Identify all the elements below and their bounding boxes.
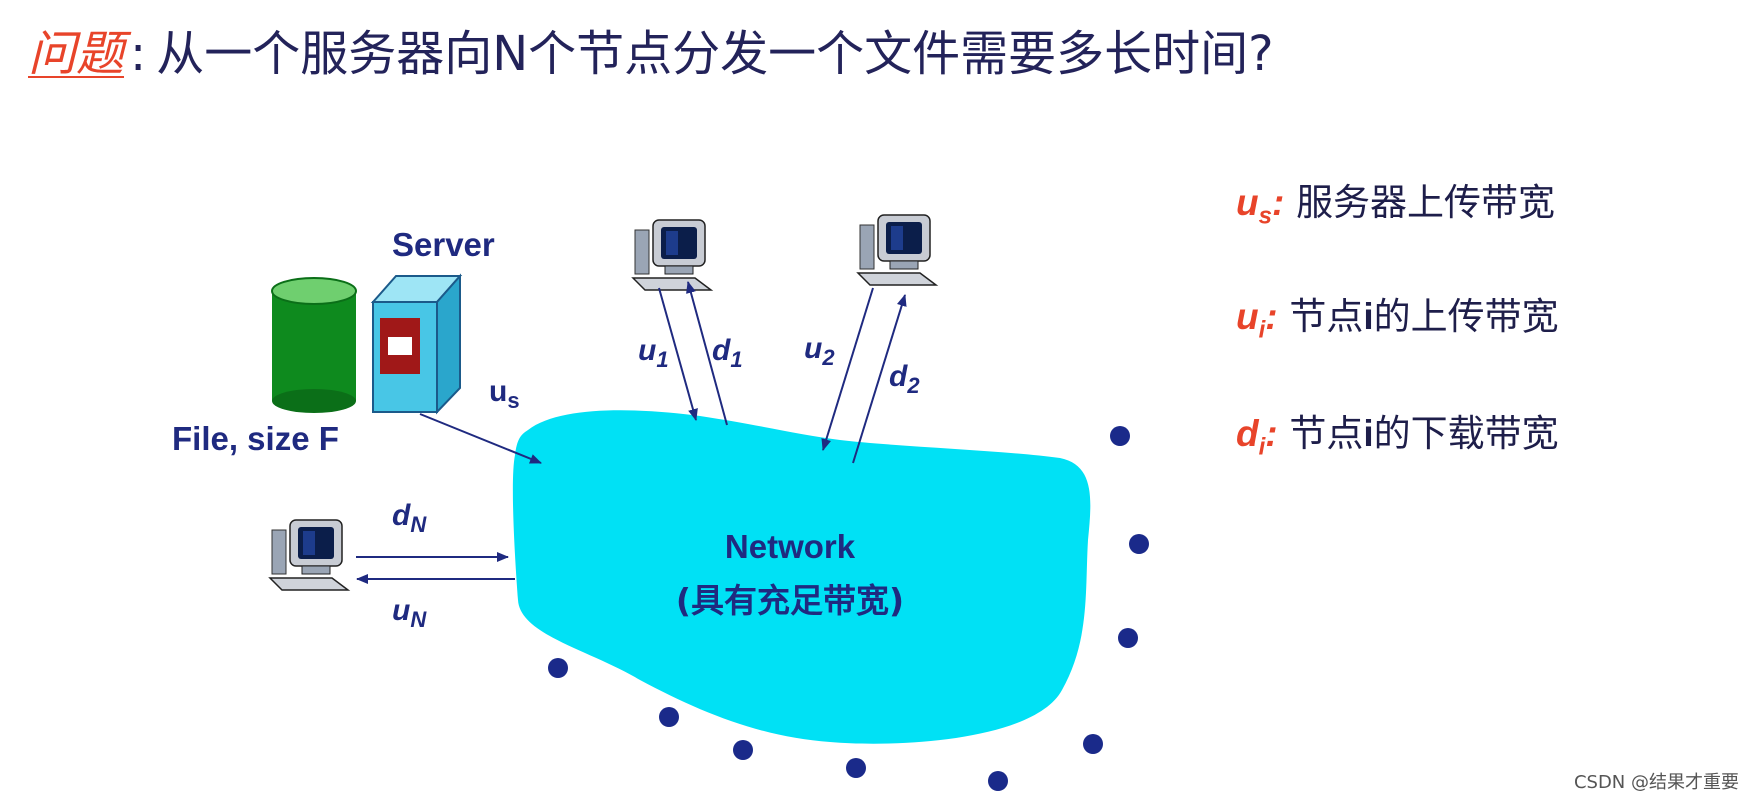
- server-label: Server: [392, 226, 495, 263]
- title-prefix: 问题: [28, 26, 125, 82]
- d1-label: d1: [712, 334, 743, 372]
- legend-di-text: 节点i的下载带宽: [1289, 412, 1559, 455]
- arrow-d2: [852, 294, 907, 464]
- u1-label: u1: [638, 334, 669, 372]
- us-label: us: [489, 375, 520, 413]
- page-title: 问题:从一个服务器向N个节点分发一个文件需要多长时间?: [28, 14, 1274, 84]
- legend-ui: ui: 节点i的上传带宽: [1236, 286, 1559, 344]
- watermark: CSDN @结果才重要: [1573, 772, 1739, 793]
- network-label: Network: [724, 528, 856, 565]
- computer-icon-n: [268, 519, 351, 591]
- title-question: 从一个服务器向N个节点分发一个文件需要多长时间?: [156, 26, 1274, 82]
- peer-dots: [548, 426, 1149, 791]
- legend-us: us: 服务器上传带宽: [1236, 172, 1555, 230]
- arrow-d1: [686, 281, 728, 426]
- legend-di: di: 节点i的下载带宽: [1236, 403, 1559, 461]
- legend-ui-text: 节点i的上传带宽: [1289, 295, 1559, 338]
- legend-di-symbol: di:: [1236, 413, 1278, 461]
- title-colon: :: [130, 26, 147, 82]
- file-label: File, size F: [172, 420, 339, 457]
- computer-icon-1: [631, 219, 714, 291]
- legend-us-text: 服务器上传带宽: [1296, 181, 1556, 224]
- legend-us-symbol: us:: [1236, 182, 1285, 230]
- dn-label: dN: [392, 499, 427, 537]
- legend-ui-symbol: ui:: [1236, 296, 1278, 344]
- computer-icon-2: [856, 214, 939, 286]
- file-cylinder-icon: [271, 277, 357, 413]
- server-icon: [370, 273, 463, 415]
- network-sublabel: (具有充足带宽): [675, 581, 905, 620]
- d2-label: d2: [889, 360, 920, 398]
- network-cloud: [512, 410, 1091, 744]
- arrow-u1: [658, 287, 698, 421]
- arrow-us: [419, 413, 542, 464]
- arrow-u2: [821, 287, 874, 451]
- u2-label: u2: [804, 332, 835, 370]
- un-label: uN: [392, 594, 427, 632]
